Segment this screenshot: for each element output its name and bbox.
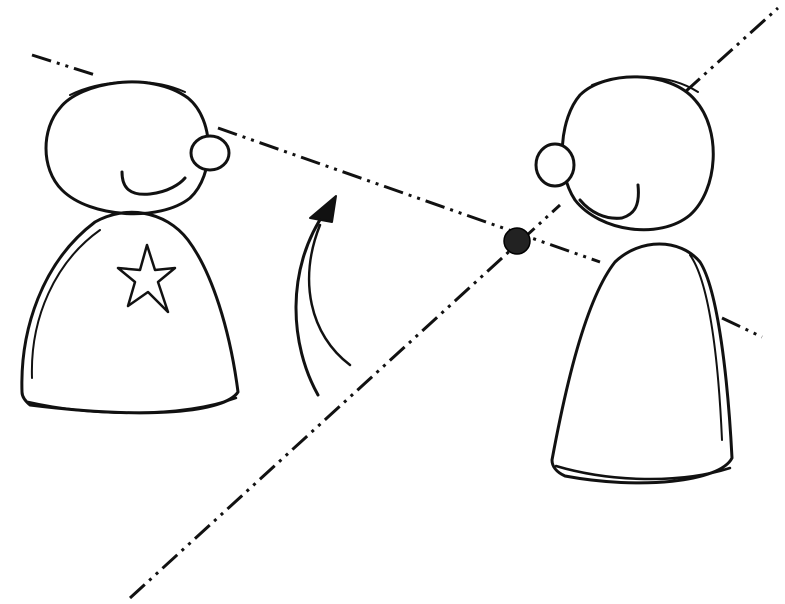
left-person-body bbox=[22, 212, 238, 412]
dash-dot-line-steep-lower bbox=[130, 205, 560, 598]
dash-dot-line-lower-right bbox=[722, 318, 762, 337]
dash-dot-line-steep-upper bbox=[685, 8, 778, 92]
left-person-body-bottom-stroke bbox=[28, 398, 236, 413]
right-person-body-inner-stroke bbox=[690, 255, 722, 440]
curved-arrow-head bbox=[310, 196, 336, 222]
intersection-dot bbox=[504, 228, 530, 254]
left-person-mouth bbox=[122, 172, 185, 194]
left-person-figure bbox=[22, 82, 238, 413]
right-person-nose bbox=[536, 144, 574, 186]
curved-arrow-shaft-inner bbox=[309, 225, 350, 365]
star-icon bbox=[118, 245, 175, 312]
curved-arrow-icon bbox=[296, 196, 350, 395]
right-person-body-bottom-stroke bbox=[556, 466, 730, 479]
left-person-head bbox=[46, 82, 209, 214]
line-of-sight-2 bbox=[130, 8, 778, 598]
left-person-nose bbox=[191, 136, 229, 170]
dash-dot-line-upper-left bbox=[32, 55, 95, 75]
line-of-sight-1 bbox=[32, 55, 762, 337]
right-person-figure bbox=[536, 77, 732, 483]
right-person-body bbox=[552, 244, 732, 483]
